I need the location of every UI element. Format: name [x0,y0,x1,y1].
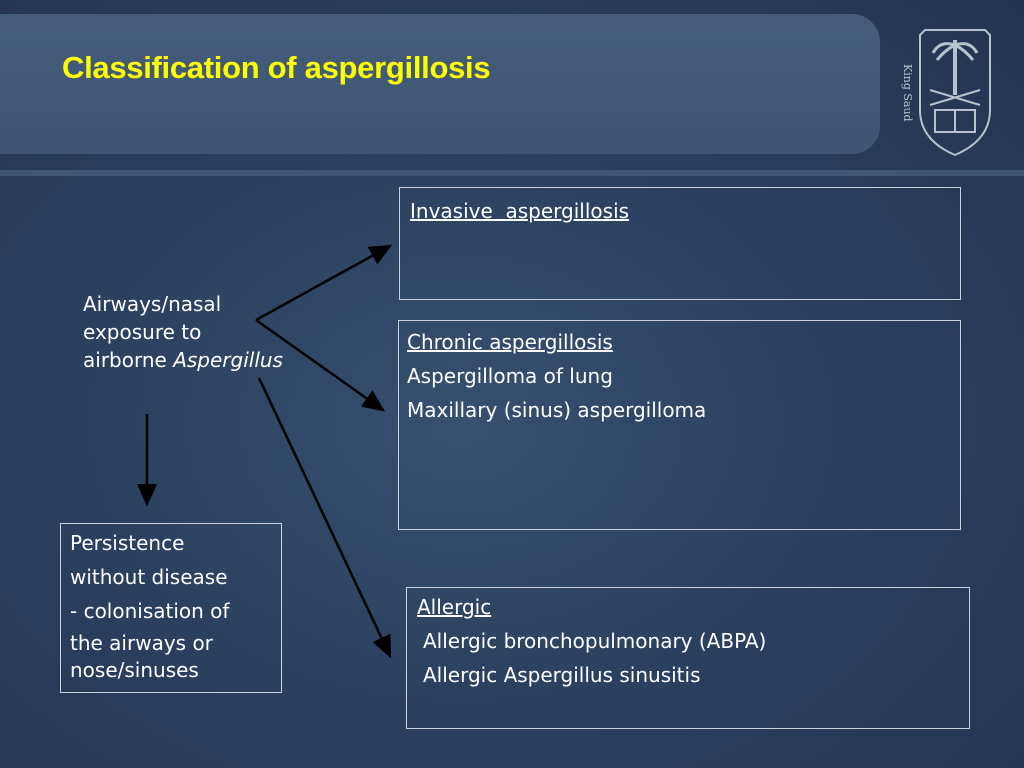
slide-title: Classification of aspergillosis [62,50,491,85]
chronic-box: Chronic aspergillosis Aspergilloma of lu… [398,320,961,530]
allergic-item: Allergic Aspergillus sinusitis [423,663,701,687]
exposure-label: Airways/nasal exposure to airborne Asper… [83,290,283,374]
svg-text:King Saud: King Saud [901,64,914,122]
chronic-item: Aspergilloma of lung [407,364,613,388]
persistence-line: without disease [70,565,228,589]
exposure-line: exposure to [83,320,202,344]
title-banner [0,14,880,154]
exposure-line: airborne Aspergillus [83,346,283,374]
persistence-line: the airways or [70,631,213,655]
university-logo-icon: King Saud [901,29,991,157]
divider-stripe [0,170,1024,176]
persistence-line: - colonisation of [70,599,230,623]
exposure-line: Airways/nasal [83,292,222,316]
allergic-heading: Allergic [417,595,492,619]
persistence-box: Persistence without disease - colonisati… [60,523,282,693]
invasive-heading: Invasive aspergillosis [410,199,630,223]
aspergillus-italic: Aspergillus [173,348,283,372]
arrow-to-allergic [257,377,392,659]
persistence-line: Persistence [70,531,185,555]
exposure-text: airborne [83,348,174,372]
allergic-box: Allergic Allergic bronchopulmonary (ABPA… [406,587,970,729]
persistence-line: nose/sinuses [70,658,199,682]
arrow-to-chronic [255,318,386,412]
chronic-heading: Chronic aspergillosis [407,330,613,354]
invasive-box: Invasive aspergillosis [399,187,961,300]
allergic-item: Allergic bronchopulmonary (ABPA) [423,629,767,653]
arrow-to-invasive [255,244,393,322]
chronic-item: Maxillary (sinus) aspergilloma [407,398,707,422]
